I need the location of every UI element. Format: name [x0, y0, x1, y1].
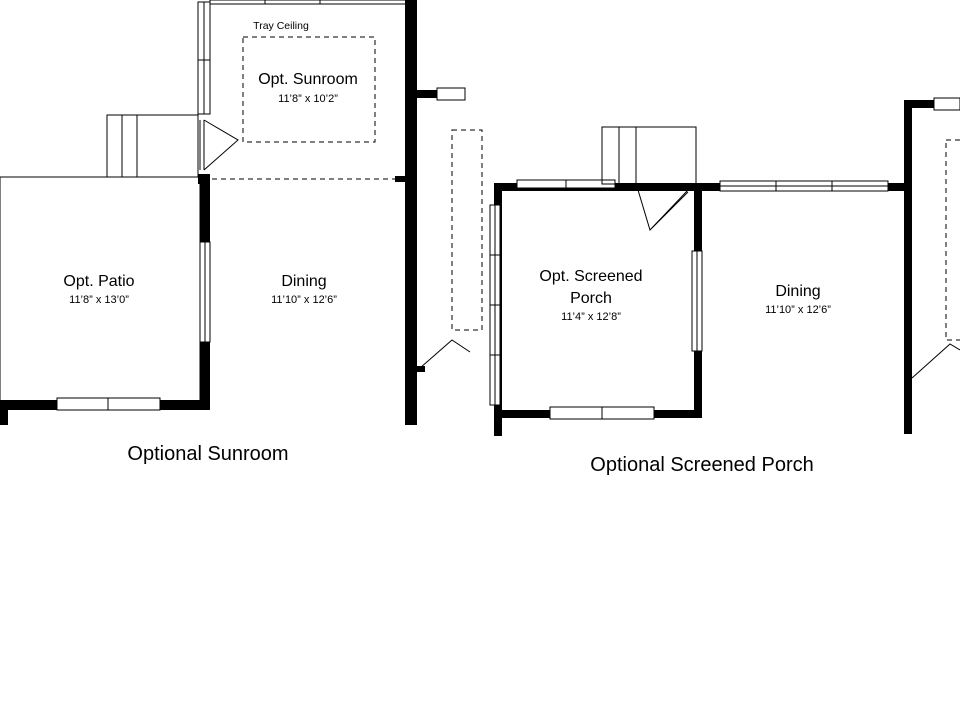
sunroom-name: Opt. Sunroom: [258, 71, 358, 88]
porch-plan: Opt. Screened Porch 11’4” x 12’8” Dining…: [489, 97, 960, 476]
sunroom-top-windows: [209, 0, 407, 5]
tray-ceiling-label: Tray Ceiling: [253, 20, 309, 32]
porch-name-line1: Opt. Screened: [539, 268, 642, 285]
porch-right-wall: [904, 100, 912, 434]
porch-dining-wall: [694, 183, 702, 251]
dining-name-left: Dining: [281, 273, 326, 290]
sunroom-caption: Optional Sunroom: [127, 443, 288, 465]
porch-name-line2: Porch: [570, 290, 612, 307]
dining-size-right: 11’10” x 12’6”: [765, 304, 831, 316]
patio-size: 11’8” x 13’0”: [69, 294, 129, 306]
dining-name-right: Dining: [775, 283, 820, 300]
sunroom-door: [199, 119, 239, 171]
tray-ceiling-outline: [242, 36, 376, 143]
patio-dining-wall: [200, 182, 210, 242]
sunroom-plan: Tray Ceiling Opt. Sunroom 11’8” x 10’2” …: [0, 0, 483, 465]
sunroom-size: 11’8” x 10’2”: [278, 93, 338, 105]
porch-caption: Optional Screened Porch: [590, 454, 813, 476]
patio-outline: [0, 176, 201, 404]
patio-name: Opt. Patio: [63, 273, 134, 290]
dining-size-left: 11’10” x 12’6”: [271, 294, 337, 306]
porch-steps: [601, 126, 697, 185]
hallway-dashed-outline: [451, 129, 483, 331]
porch-door: [637, 189, 689, 231]
sunroom-right-wall: [405, 0, 417, 425]
porch-size: 11’4” x 12’8”: [561, 311, 621, 323]
sunroom-steps: [106, 114, 199, 178]
